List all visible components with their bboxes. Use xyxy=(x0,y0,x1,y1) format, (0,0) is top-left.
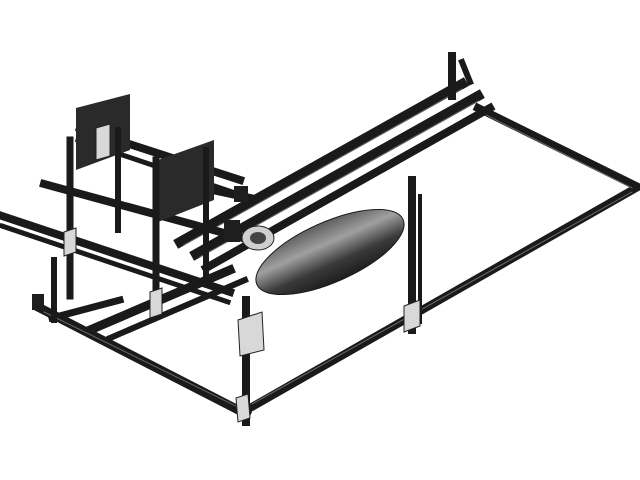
motor-boxes xyxy=(32,186,248,310)
long-rails xyxy=(173,52,496,274)
base-frame-right xyxy=(244,102,640,414)
gantry-plates xyxy=(76,94,214,222)
brackets xyxy=(63,227,421,423)
pressure-tank xyxy=(241,208,405,296)
